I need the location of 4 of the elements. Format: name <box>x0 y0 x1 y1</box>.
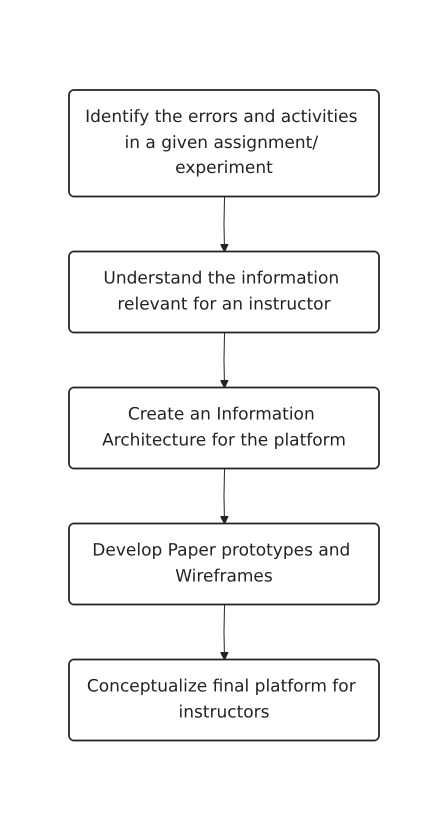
arrow <box>219 604 228 661</box>
arrow <box>219 332 228 389</box>
arrow <box>219 468 228 525</box>
arrow <box>219 196 228 253</box>
